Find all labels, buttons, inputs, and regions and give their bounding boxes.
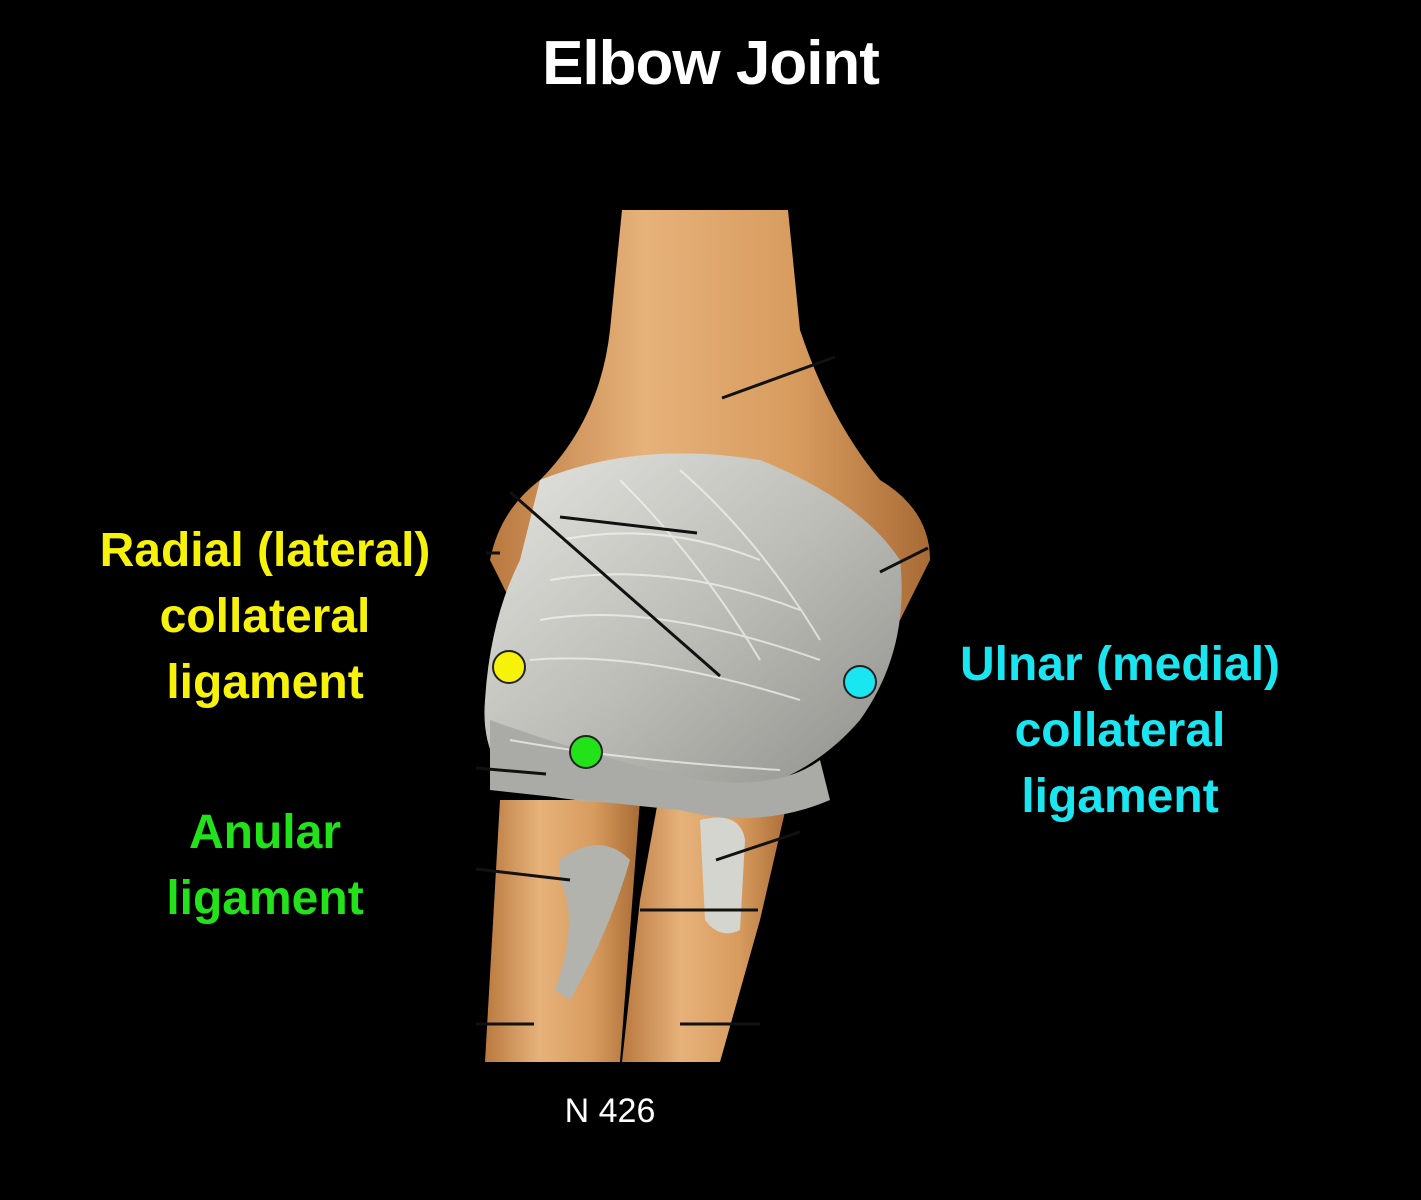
anular-label-line2: ligament — [166, 872, 364, 925]
ulnar-label-line3: ligament — [1021, 770, 1219, 823]
anular-ligament-band — [490, 720, 830, 818]
slide-title: Elbow Joint — [542, 29, 880, 98]
joint-capsule — [484, 453, 902, 804]
anular-ligament-marker — [569, 735, 603, 769]
ulnar-label-line2: collateral — [1014, 704, 1226, 757]
elbow-illustration — [475, 210, 930, 1062]
radial-label-line2: collateral — [159, 590, 371, 643]
radial-label-line1: Radial (lateral) — [99, 524, 431, 577]
ulna-bone — [622, 790, 790, 1062]
netter-reference: N 426 — [564, 1092, 656, 1130]
radial-label-line3: ligament — [166, 656, 364, 709]
anular-label-line1: Anular — [188, 806, 341, 859]
ulnar-collateral-ligament-label: Ulnar (medial) collateral ligament — [900, 632, 1340, 830]
ulna-tuberosity — [700, 817, 745, 934]
oblique-cord — [555, 845, 630, 1000]
radial-ligament-marker — [492, 650, 526, 684]
ulnar-label-line1: Ulnar (medial) — [959, 638, 1281, 691]
anular-ligament-label: Anular ligament — [110, 800, 420, 932]
radial-collateral-ligament-label: Radial (lateral) collateral ligament — [40, 518, 490, 716]
ulnar-ligament-marker — [843, 665, 877, 699]
